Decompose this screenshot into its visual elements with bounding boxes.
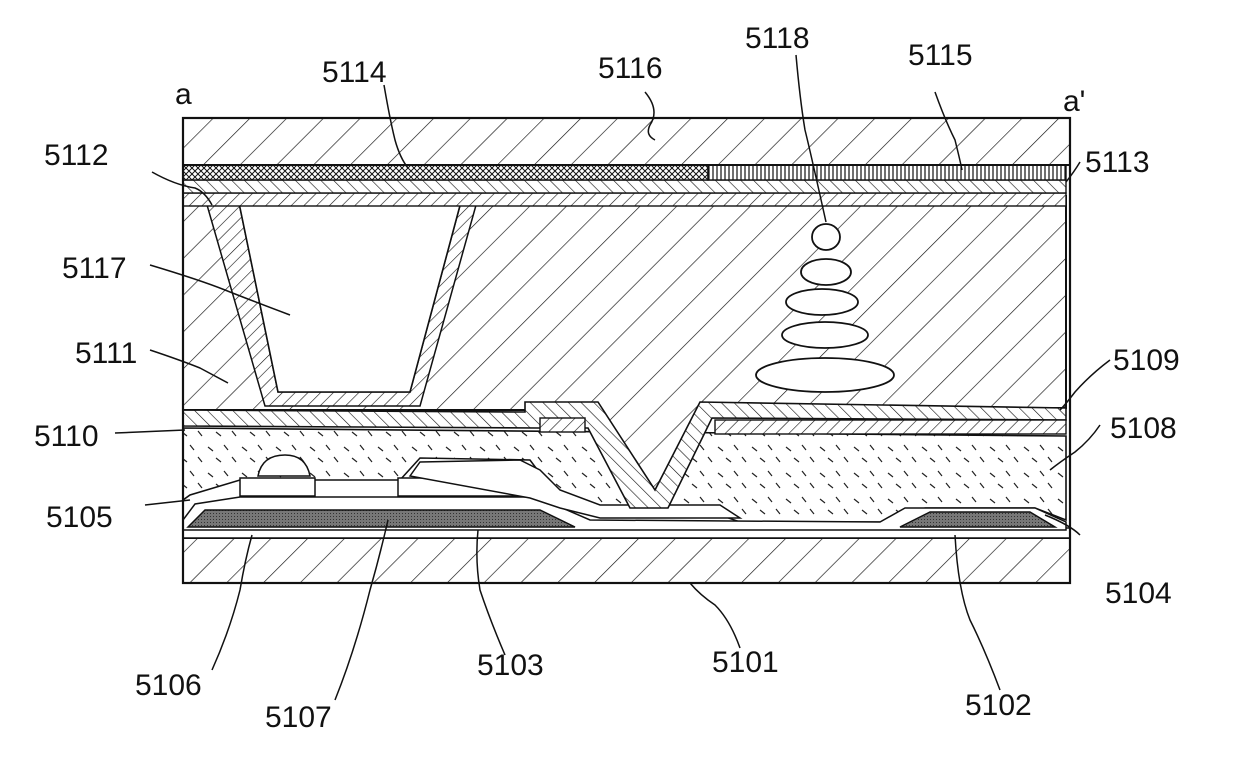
label-5107: 5107 [265, 701, 332, 734]
lc-molecule [756, 358, 894, 392]
alignment-film-5112 [183, 193, 1066, 206]
label-5114: 5114 [322, 56, 387, 89]
semiconductor-5103 [188, 510, 575, 527]
label-5102: 5102 [965, 689, 1032, 722]
label-5108: 5108 [1110, 412, 1177, 445]
label-5117: 5117 [62, 252, 127, 285]
label-5115: 5115 [908, 39, 973, 72]
substrate-5101 [180, 538, 1075, 588]
contact-5106 [240, 478, 315, 496]
label-5109: 5109 [1113, 344, 1180, 377]
label-5110: 5110 [34, 420, 99, 453]
label-5113: 5113 [1085, 146, 1150, 179]
label-5105: 5105 [46, 501, 113, 534]
lc-molecule [782, 322, 868, 348]
label-5101: 5101 [712, 646, 779, 679]
color-filter-5114 [183, 165, 708, 180]
label-5106: 5106 [135, 669, 202, 702]
lc-molecule [786, 289, 858, 315]
label-5118: 5118 [745, 22, 810, 55]
electrode-strip-5109 [715, 420, 1066, 434]
counter-electrode-5113 [183, 180, 1066, 193]
label-5111: 5111 [75, 337, 137, 370]
electrode-strip-mid [540, 418, 585, 432]
section-label-a-prime: a' [1063, 85, 1085, 118]
color-filter-5115 [708, 165, 1066, 180]
label-5112: 5112 [44, 139, 109, 172]
label-5103: 5103 [477, 649, 544, 682]
label-5116: 5116 [598, 52, 663, 85]
lc-molecule [801, 259, 851, 285]
section-label-a: a [175, 78, 192, 111]
lc-molecule [812, 224, 840, 250]
counter-substrate-5116 [183, 118, 1070, 165]
label-5104: 5104 [1105, 577, 1172, 610]
